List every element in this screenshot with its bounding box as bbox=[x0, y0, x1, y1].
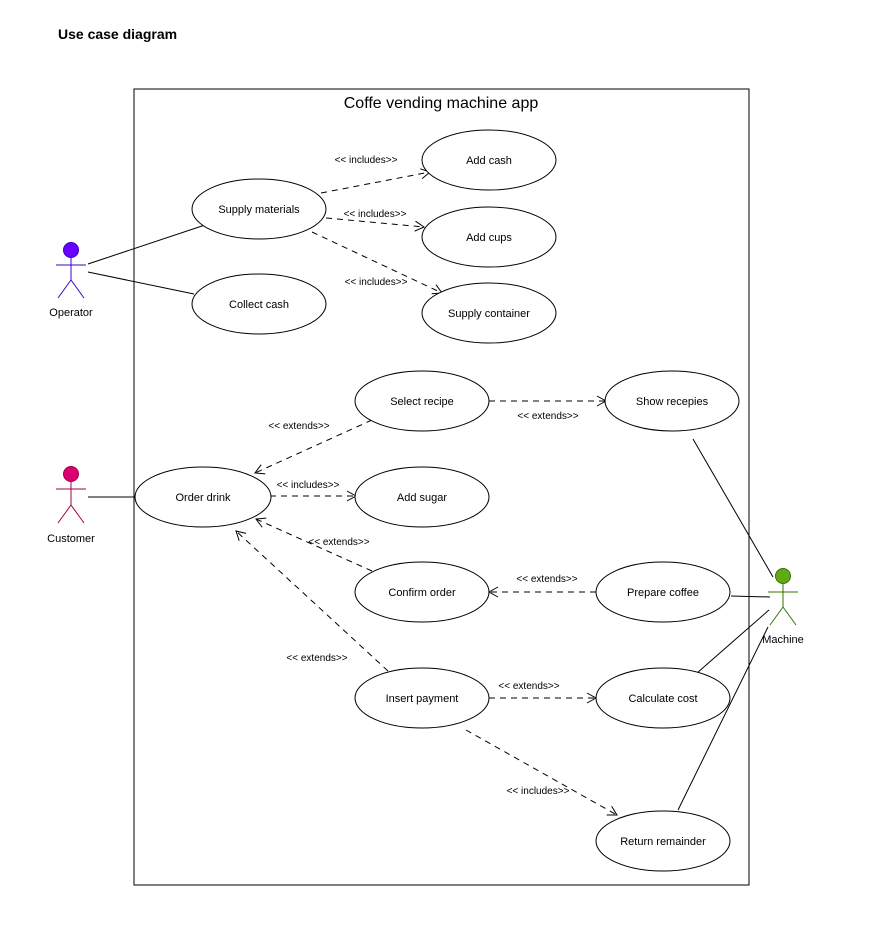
usecase-label: Show recepies bbox=[636, 396, 709, 408]
usecase-calculate-cost[interactable] bbox=[595, 667, 731, 729]
label-payment-order: << extends>> bbox=[286, 653, 347, 664]
dep-supply-add-cash bbox=[320, 168, 432, 194]
assoc-machine-prepare bbox=[730, 595, 771, 598]
usecase-label: Return remainder bbox=[620, 836, 706, 848]
label-select-order: << extends>> bbox=[268, 421, 329, 432]
actor-operator-head bbox=[63, 242, 79, 258]
assoc-operator-supply bbox=[87, 224, 206, 265]
usecase-return-remainder[interactable] bbox=[595, 810, 731, 872]
label-select-show: << extends>> bbox=[517, 411, 578, 422]
label-order-sugar: << includes>> bbox=[277, 480, 340, 491]
assoc-operator-collect bbox=[87, 271, 195, 295]
usecase-labels: Supply materials Collect cash Add cash A… bbox=[175, 155, 708, 848]
actor-machine-leg-right bbox=[782, 606, 797, 626]
usecase-add-sugar[interactable] bbox=[354, 466, 490, 528]
label-supply-add-cash: << includes>> bbox=[335, 155, 398, 166]
usecase-label: Supply materials bbox=[218, 204, 300, 216]
label-confirm-order: << extends>> bbox=[308, 537, 369, 548]
usecase-label: Add sugar bbox=[397, 492, 447, 504]
label-payment-cost: << extends>> bbox=[498, 681, 559, 692]
label-supply-add-cups: << includes>> bbox=[344, 209, 407, 220]
actor-customer-label: Customer bbox=[47, 533, 95, 545]
actor-operator-label: Operator bbox=[49, 307, 93, 319]
usecase-confirm-order[interactable] bbox=[354, 561, 490, 623]
assoc-machine-cost bbox=[696, 609, 770, 674]
usecase-add-cups[interactable] bbox=[421, 206, 557, 268]
usecase-select-recipe[interactable] bbox=[354, 370, 490, 432]
relation-labels: << includes>> << includes>> << includes>… bbox=[268, 155, 578, 797]
dep-supply-add-cups bbox=[325, 217, 426, 232]
usecase-label: Select recipe bbox=[390, 396, 454, 408]
label-payment-remainder: << includes>> bbox=[507, 786, 570, 797]
dep-payment-remainder bbox=[465, 729, 618, 816]
label-supply-container: << includes>> bbox=[345, 277, 408, 288]
actor-machine-head bbox=[775, 568, 791, 584]
usecase-insert-payment[interactable] bbox=[354, 667, 490, 729]
actor-operator-leg-left bbox=[57, 279, 72, 299]
usecase-show-recepies[interactable] bbox=[604, 370, 740, 432]
actor-machine[interactable] bbox=[768, 568, 798, 626]
label-prepare-confirm: << extends>> bbox=[516, 574, 577, 585]
actor-customer-leg-right bbox=[70, 504, 85, 524]
dep-supply-container bbox=[311, 231, 443, 295]
usecase-supply-container[interactable] bbox=[421, 282, 557, 344]
actor-customer-head bbox=[63, 466, 79, 482]
associations bbox=[87, 224, 774, 811]
usecase-order-drink[interactable] bbox=[134, 466, 272, 528]
usecase-label: Supply container bbox=[448, 308, 530, 320]
usecase-add-cash[interactable] bbox=[421, 129, 557, 191]
actor-machine-leg-left bbox=[769, 606, 784, 626]
actor-customer-leg-left bbox=[57, 504, 72, 524]
usecase-label: Add cash bbox=[466, 155, 512, 167]
actor-operator[interactable] bbox=[56, 242, 86, 299]
usecase-prepare-coffee[interactable] bbox=[595, 561, 731, 623]
dependencies bbox=[235, 168, 618, 816]
actor-machine-label: Machine bbox=[762, 634, 804, 646]
system-boundary bbox=[133, 88, 750, 886]
dep-payment-order bbox=[235, 530, 389, 672]
usecase-label: Order drink bbox=[175, 492, 231, 504]
usecase-label: Insert payment bbox=[386, 693, 459, 705]
assoc-machine-remainder bbox=[677, 626, 769, 811]
usecase-label: Confirm order bbox=[388, 587, 456, 599]
usecase-label: Prepare coffee bbox=[627, 587, 699, 599]
system-title: Coffe vending machine app bbox=[344, 95, 539, 112]
page-title: Use case diagram bbox=[58, 26, 178, 42]
usecase-collect-cash[interactable] bbox=[191, 273, 327, 335]
usecase-supply-materials[interactable] bbox=[191, 178, 327, 240]
assoc-machine-show bbox=[692, 438, 774, 578]
usecase-label: Calculate cost bbox=[628, 693, 697, 705]
usecase-label: Add cups bbox=[466, 232, 512, 244]
usecase-label: Collect cash bbox=[229, 299, 289, 311]
actor-operator-leg-right bbox=[70, 279, 85, 299]
actor-customer[interactable] bbox=[56, 466, 86, 524]
